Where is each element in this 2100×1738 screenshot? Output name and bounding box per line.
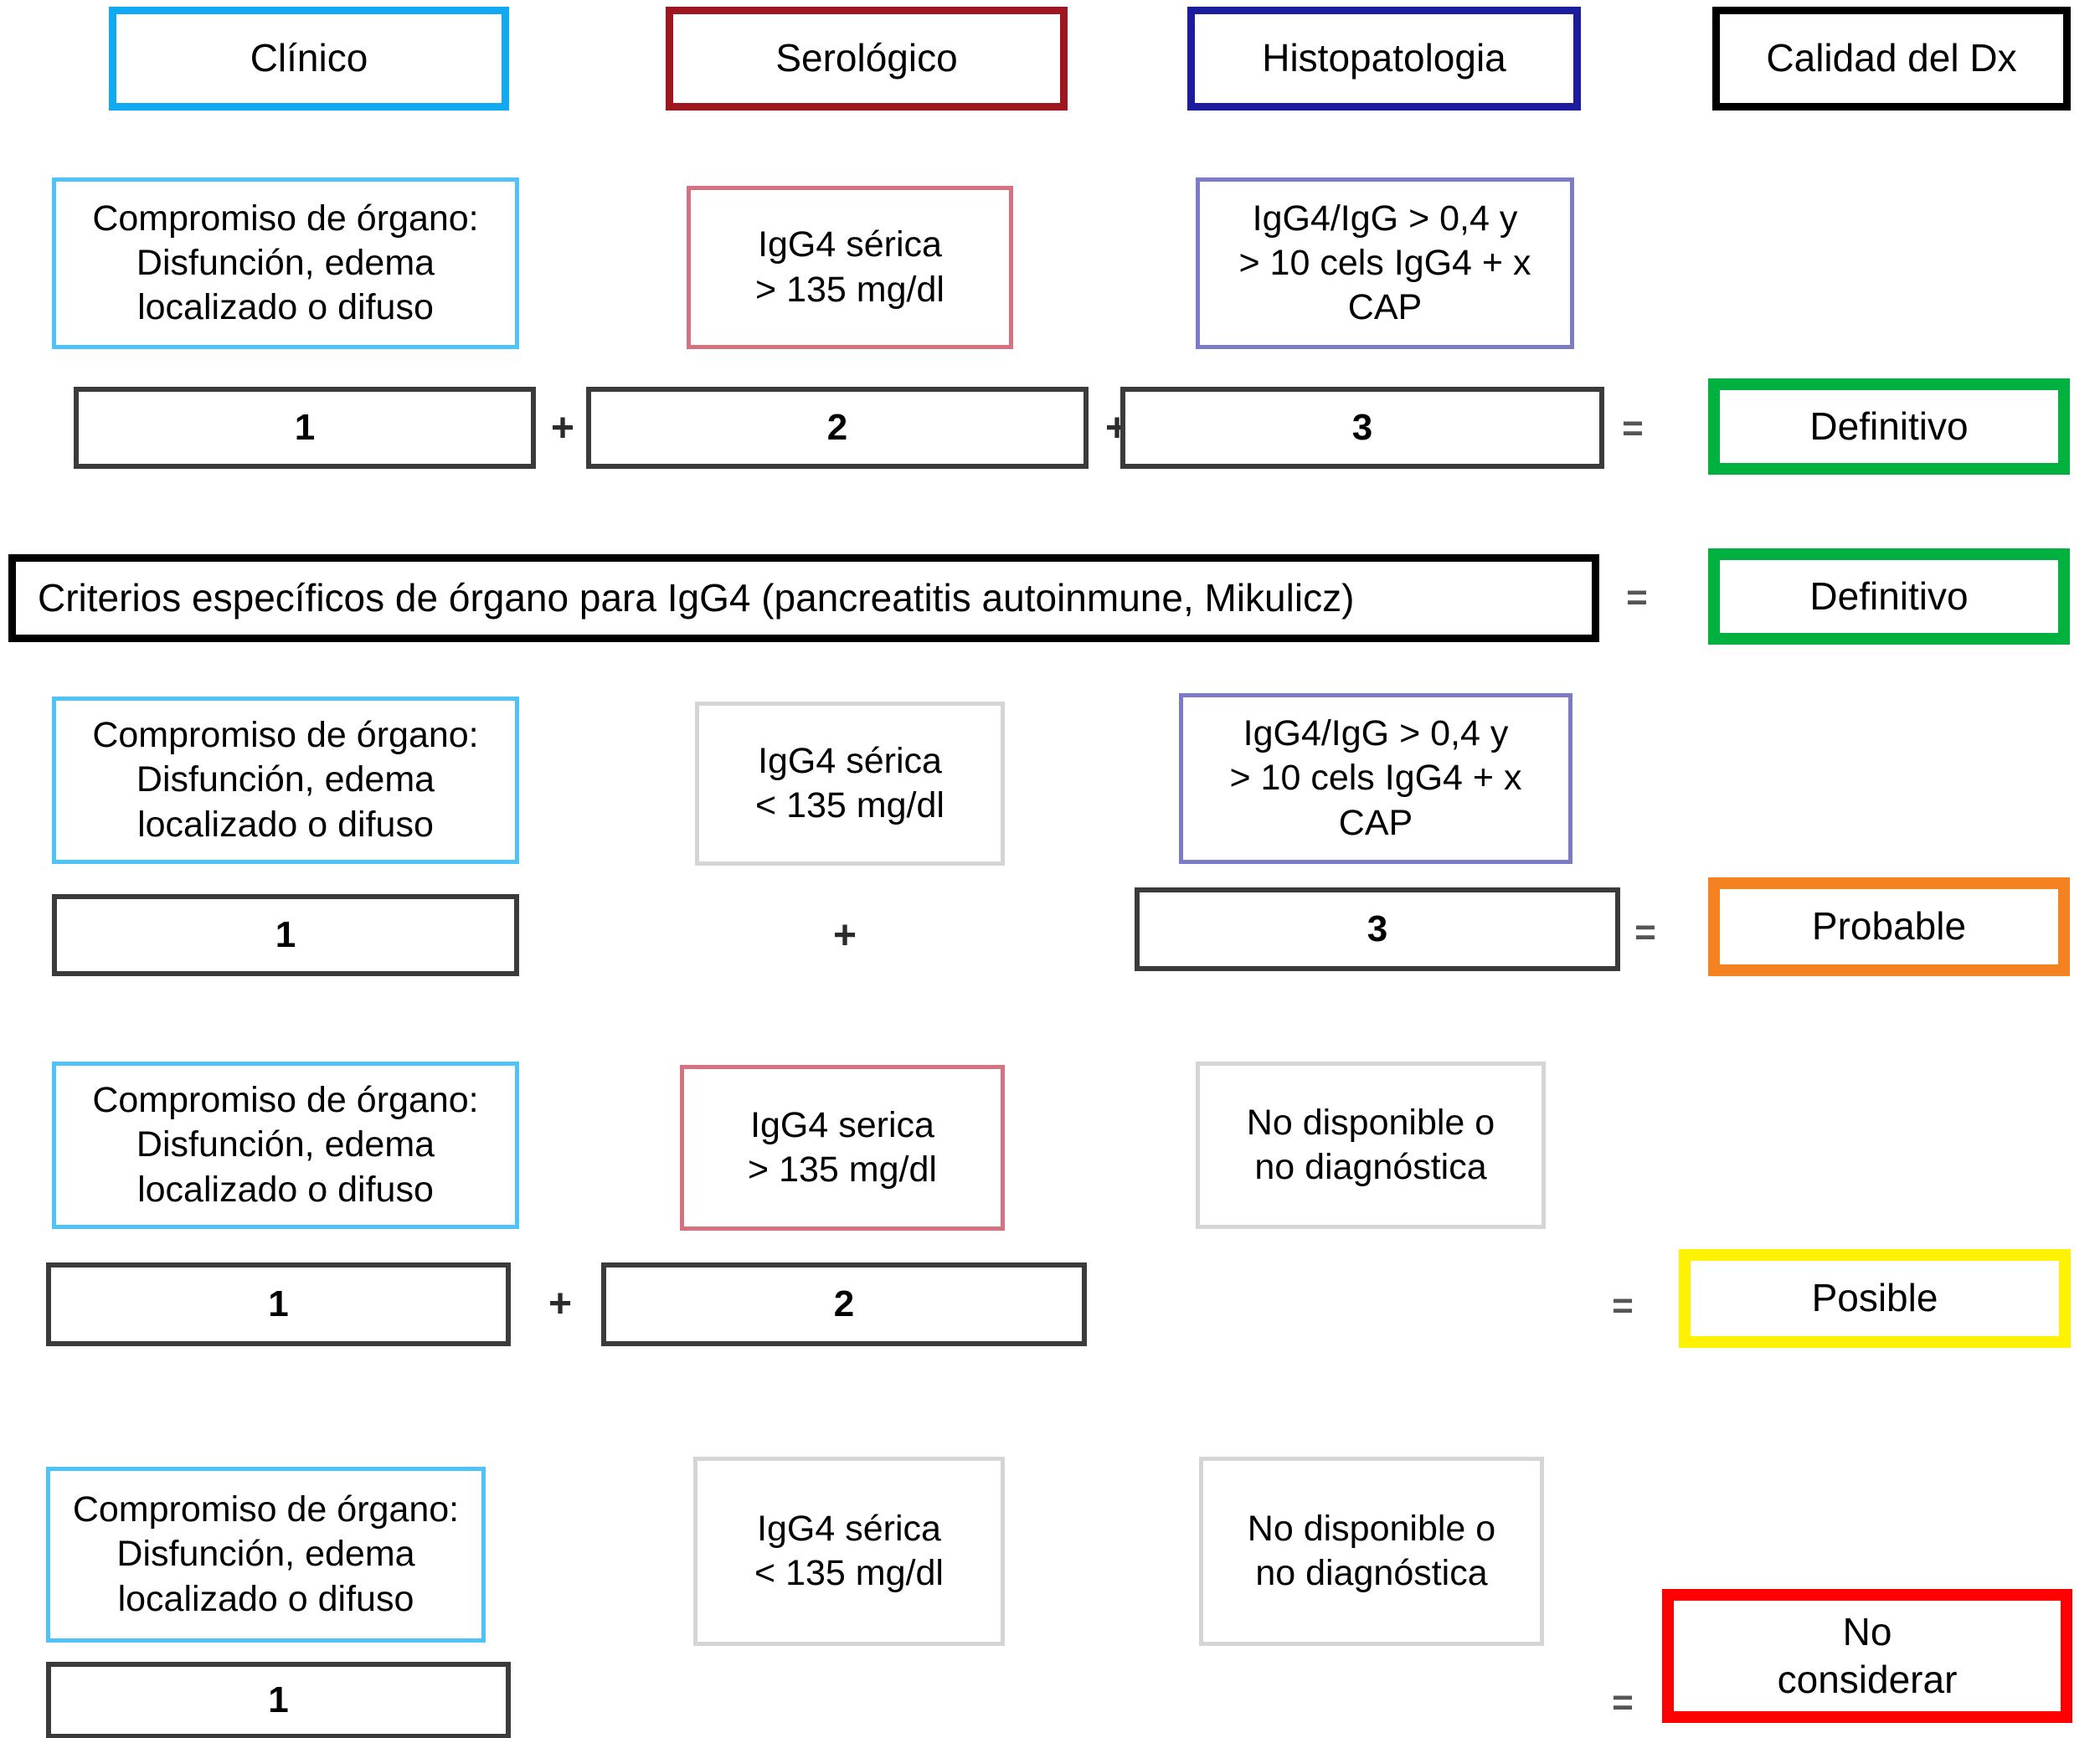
row-criterios-organo-result-label: Definitivo — [1809, 573, 1969, 618]
operator-equals-label: = — [1634, 912, 1656, 953]
row-posible-number-1-label: 1 — [268, 1283, 289, 1324]
row-posible-number-2: 2 — [601, 1262, 1087, 1346]
row-probable-serology-box: IgG4 sérica < 135 mg/dl — [695, 702, 1005, 866]
row-probable-serology-text: IgG4 sérica < 135 mg/dl — [755, 740, 944, 825]
row-definitivo-number-3: 3 — [1120, 387, 1604, 469]
row-posible-result-box: Posible — [1679, 1249, 2071, 1348]
operator-plus-label: + — [548, 1282, 573, 1326]
row-probable-number-3-label: 3 — [1367, 908, 1388, 949]
operator-equals: = — [1606, 1684, 1639, 1721]
row-definitivo-result-label: Definitivo — [1809, 404, 1969, 448]
row-definitivo-clinical-text: Compromiso de órgano: Disfunción, edema … — [92, 198, 479, 328]
operator-equals: = — [1616, 410, 1650, 447]
row-no-considerar-serology-box: IgG4 sérica < 135 mg/dl — [693, 1457, 1005, 1646]
row-definitivo-histopathology-box: IgG4/IgG > 0,4 y > 10 cels IgG4 + x CAP — [1196, 177, 1574, 349]
row-probable-number-3: 3 — [1135, 887, 1620, 971]
row-probable-clinical-box: Compromiso de órgano: Disfunción, edema … — [52, 697, 519, 864]
operator-plus-label: + — [832, 913, 857, 958]
row-probable-number-1: 1 — [52, 894, 519, 976]
operator-equals: = — [1629, 914, 1662, 951]
header-serologico-label: Serológico — [775, 36, 958, 80]
row-probable-result-label: Probable — [1811, 904, 1967, 949]
header-serologico: Serológico — [666, 7, 1068, 111]
row-posible-clinical-text: Compromiso de órgano: Disfunción, edema … — [92, 1080, 479, 1210]
operator-plus: + — [543, 409, 583, 449]
row-posible-clinical-box: Compromiso de órgano: Disfunción, edema … — [52, 1062, 519, 1229]
row-posible-histopathology-box: No disponible o no diagnóstica — [1196, 1062, 1546, 1229]
row-no-considerar-result-label: No considerar — [1777, 1609, 1958, 1701]
operator-plus-label: + — [550, 406, 575, 450]
row-no-considerar-histopathology-text: No disponible o no diagnóstica — [1247, 1508, 1496, 1593]
operator-equals-label: = — [1612, 1682, 1634, 1723]
row-no-considerar-clinical-box: Compromiso de órgano: Disfunción, edema … — [46, 1467, 486, 1643]
row-definitivo-result-box: Definitivo — [1708, 378, 2070, 475]
row-no-considerar-serology-text: IgG4 sérica < 135 mg/dl — [754, 1508, 944, 1593]
header-histopatologia-label: Histopatologia — [1262, 36, 1506, 80]
row-criterios-organo-text: Criterios específicos de órgano para IgG… — [38, 575, 1355, 620]
row-probable-histopathology-text: IgG4/IgG > 0,4 y > 10 cels IgG4 + x CAP — [1229, 713, 1522, 843]
operator-equals: = — [1620, 579, 1654, 616]
header-clinico: Clínico — [109, 7, 509, 111]
operator-equals: = — [1606, 1288, 1639, 1324]
row-definitivo-number-1-label: 1 — [294, 406, 316, 448]
row-definitivo-number-1: 1 — [74, 387, 536, 469]
operator-plus: + — [540, 1284, 580, 1324]
row-definitivo-number-2-label: 2 — [826, 406, 848, 448]
operator-plus: + — [825, 916, 865, 956]
row-definitivo-serology-text: IgG4 sérica > 135 mg/dl — [755, 224, 944, 310]
header-clinico-label: Clínico — [250, 36, 368, 80]
row-no-considerar-number-1: 1 — [46, 1662, 511, 1738]
row-definitivo-number-2: 2 — [586, 387, 1089, 469]
header-calidad-dx: Calidad del Dx — [1712, 7, 2071, 111]
row-probable-result-box: Probable — [1708, 877, 2070, 976]
row-posible-number-2-label: 2 — [833, 1283, 855, 1324]
row-no-considerar-number-1-label: 1 — [268, 1679, 289, 1720]
row-criterios-organo-result-box: Definitivo — [1708, 548, 2070, 645]
operator-equals-label: = — [1626, 577, 1648, 618]
row-no-considerar-clinical-text: Compromiso de órgano: Disfunción, edema … — [72, 1489, 460, 1619]
row-posible-histopathology-text: No disponible o no diagnóstica — [1246, 1102, 1495, 1187]
row-posible-number-1: 1 — [46, 1262, 511, 1346]
row-criterios-organo-bar: Criterios específicos de órgano para IgG… — [8, 554, 1599, 642]
row-posible-serology-text: IgG4 serica > 135 mg/dl — [748, 1104, 937, 1190]
row-definitivo-histopathology-text: IgG4/IgG > 0,4 y > 10 cels IgG4 + x CAP — [1238, 198, 1531, 328]
row-probable-histopathology-box: IgG4/IgG > 0,4 y > 10 cels IgG4 + x CAP — [1179, 693, 1572, 864]
operator-equals-label: = — [1622, 408, 1644, 449]
header-calidad-dx-label: Calidad del Dx — [1766, 36, 2017, 80]
row-probable-number-1-label: 1 — [275, 913, 296, 955]
row-posible-serology-box: IgG4 serica > 135 mg/dl — [680, 1065, 1005, 1231]
row-definitivo-clinical-box: Compromiso de órgano: Disfunción, edema … — [52, 177, 519, 349]
operator-equals-label: = — [1612, 1285, 1634, 1326]
row-no-considerar-histopathology-box: No disponible o no diagnóstica — [1199, 1457, 1544, 1646]
row-probable-clinical-text: Compromiso de órgano: Disfunción, edema … — [92, 715, 479, 845]
row-definitivo-serology-box: IgG4 sérica > 135 mg/dl — [687, 186, 1013, 349]
header-histopatologia: Histopatologia — [1187, 7, 1581, 111]
row-posible-result-label: Posible — [1811, 1276, 1938, 1320]
row-definitivo-number-3-label: 3 — [1351, 406, 1373, 448]
row-no-considerar-result-box: No considerar — [1662, 1589, 2072, 1723]
